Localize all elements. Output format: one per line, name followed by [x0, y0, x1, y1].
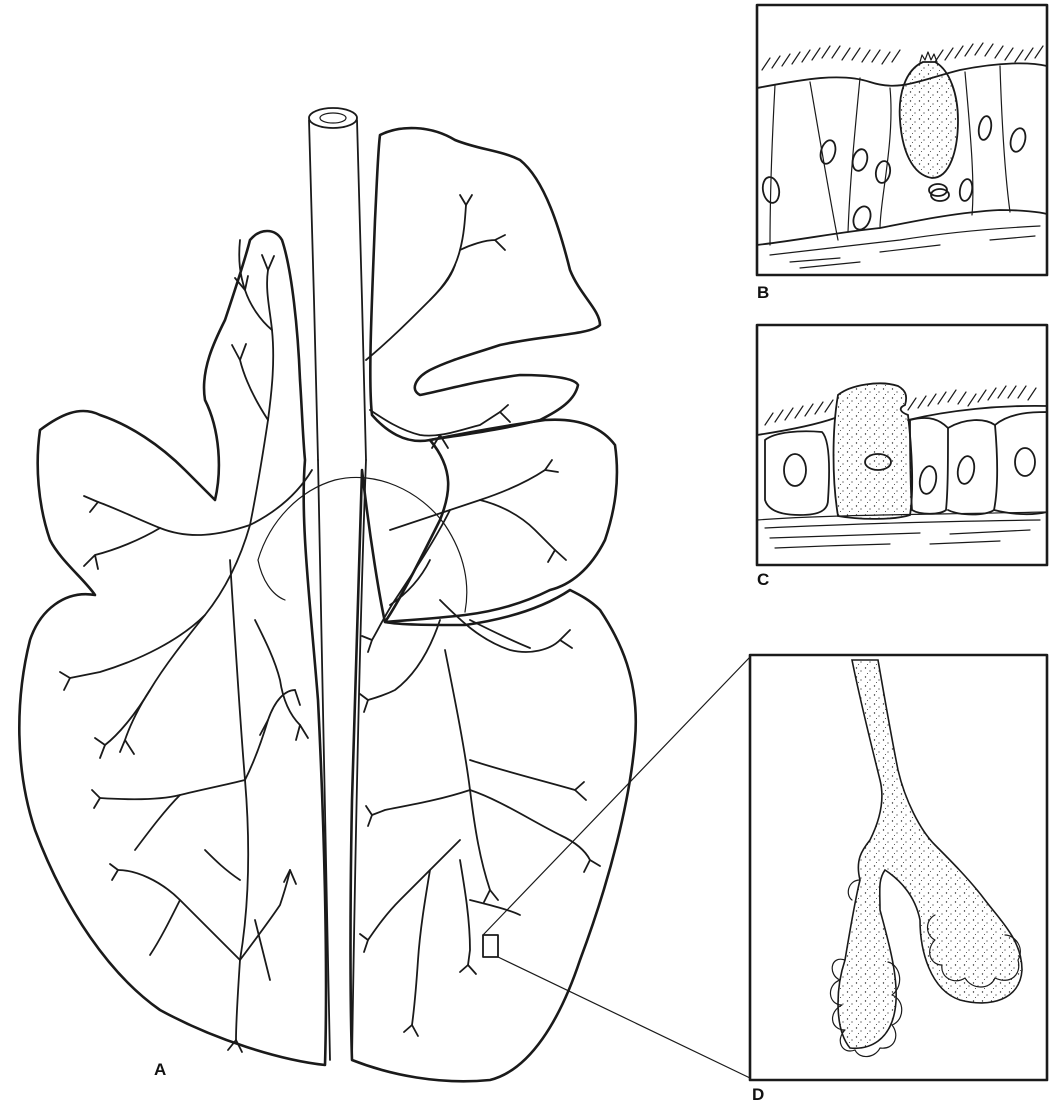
panel-c-epithelium	[757, 325, 1047, 565]
right-bronchial-tree	[360, 195, 600, 1036]
left-lung-outline	[19, 231, 326, 1065]
panel-label-a: A	[154, 1060, 166, 1080]
panel-label-d: D	[752, 1085, 764, 1105]
panel-d-alveoli	[750, 655, 1047, 1080]
zoom-lines	[483, 657, 750, 1078]
panel-label-c: C	[757, 570, 769, 590]
panel-b-epithelium	[757, 5, 1047, 275]
panel-a-lung-diagram	[19, 108, 635, 1081]
panel-b-cell-walls	[770, 66, 1010, 245]
left-bronchial-tree	[60, 240, 312, 1052]
right-lung-upper-lobe	[370, 128, 600, 441]
panel-label-b: B	[757, 283, 769, 303]
magnified-region-marker	[483, 935, 498, 957]
panel-c-goblet-cell	[834, 383, 913, 518]
panel-b-goblet-cell	[900, 52, 958, 201]
panel-b-nuclei	[761, 115, 1028, 232]
panel-b-cilia	[762, 43, 1043, 70]
panel-d-bronchiole	[830, 660, 1022, 1057]
